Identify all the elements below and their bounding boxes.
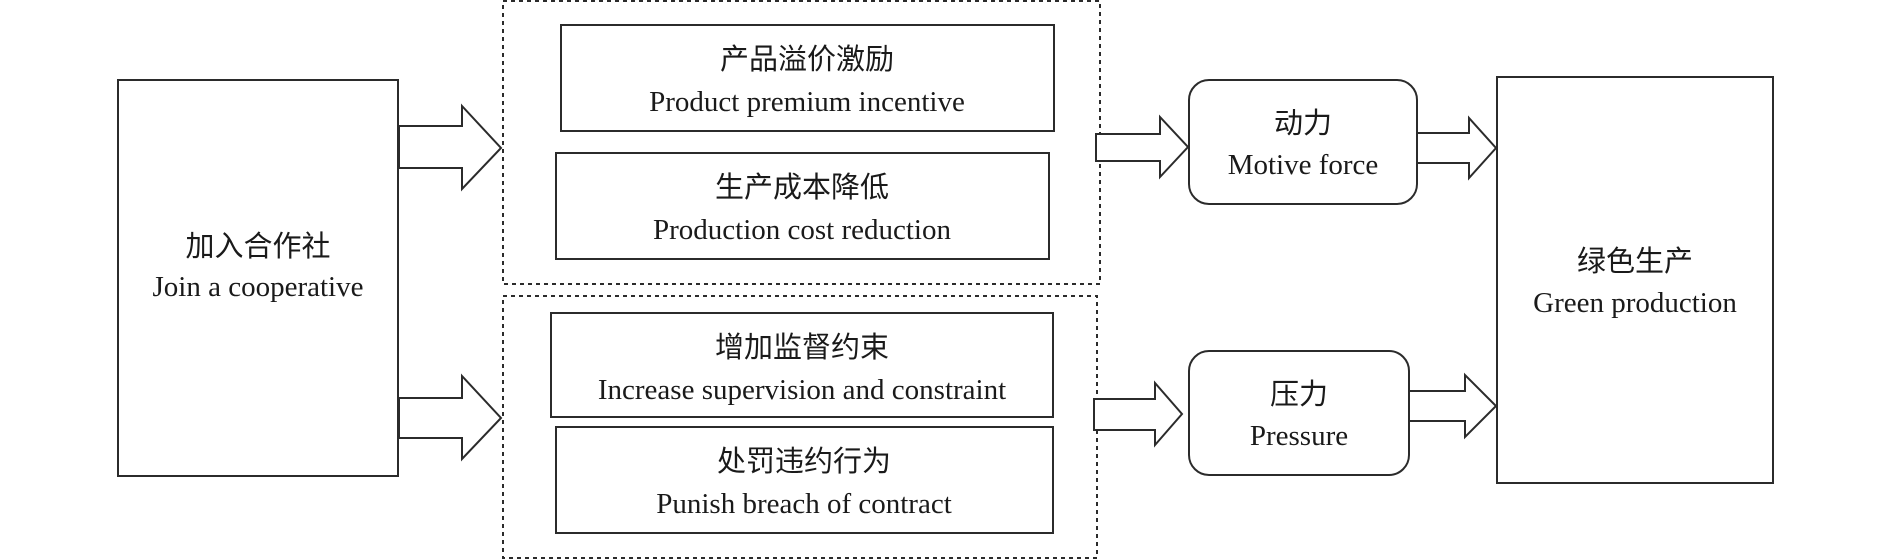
arrow-motive-to-green xyxy=(1416,115,1498,181)
node-production-cost: 生产成本降低 Production cost reduction xyxy=(555,152,1050,260)
node-premium-en: Product premium incentive xyxy=(649,86,965,118)
arrow-join-to-incentive xyxy=(398,103,503,192)
node-join-en: Join a cooperative xyxy=(153,271,364,303)
arrow-join-to-constraint xyxy=(398,373,503,462)
node-supervision-en: Increase supervision and constraint xyxy=(598,374,1006,406)
node-pressure: 压力 Pressure xyxy=(1188,350,1410,476)
node-motive-force: 动力 Motive force xyxy=(1188,79,1418,205)
arrow-constraint-to-pressure xyxy=(1093,380,1184,448)
node-green-production: 绿色生产 Green production xyxy=(1496,76,1774,484)
constraint-group-frame xyxy=(502,295,1098,559)
node-green-en: Green production xyxy=(1533,287,1737,319)
node-punish-en: Punish breach of contract xyxy=(656,488,952,520)
node-pressure-zh: 压力 xyxy=(1270,378,1328,411)
node-motive-en: Motive force xyxy=(1228,149,1379,181)
node-premium-zh: 产品溢价激励 xyxy=(720,43,894,76)
node-pressure-en: Pressure xyxy=(1250,420,1348,452)
node-cost-zh: 生产成本降低 xyxy=(715,171,889,204)
node-join-zh: 加入合作社 xyxy=(185,230,330,263)
node-join-cooperative: 加入合作社 Join a cooperative xyxy=(117,79,399,477)
node-punish-breach: 处罚违约行为 Punish breach of contract xyxy=(555,426,1054,534)
arrow-pressure-to-green xyxy=(1408,372,1498,440)
node-motive-zh: 动力 xyxy=(1274,107,1332,140)
node-cost-en: Production cost reduction xyxy=(653,214,952,246)
node-punish-zh: 处罚违约行为 xyxy=(717,445,891,478)
node-increase-supervision: 增加监督约束 Increase supervision and constrai… xyxy=(550,312,1054,418)
node-green-zh: 绿色生产 xyxy=(1577,245,1693,278)
node-supervision-zh: 增加监督约束 xyxy=(715,331,889,364)
arrow-incentive-to-motive xyxy=(1095,114,1190,180)
node-product-premium: 产品溢价激励 Product premium incentive xyxy=(560,24,1055,132)
